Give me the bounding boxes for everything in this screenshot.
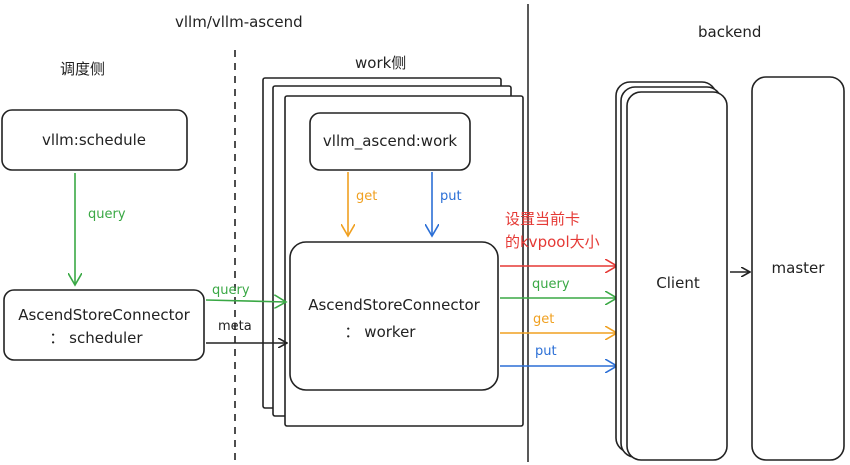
connector-scheduler-box [3,289,205,361]
query-client-label: query [532,277,570,292]
set-kvpool-label-1: 设置当前卡 [505,210,580,228]
client-box [626,91,728,461]
top-center-label: vllm/vllm-ascend [175,13,303,31]
connector-worker-box [289,241,499,391]
set-kvpool-label-2: 的kvpool大小 [505,233,600,251]
put-client-label: put [535,344,557,359]
scheduler-side-label: 调度侧 [60,60,105,78]
schedule-box-label: vllm:schedule [42,131,146,149]
query-vertical-label: query [88,207,126,222]
worker-side-label: work侧 [355,54,406,72]
worker-top-label: vllm_ascend:work [323,132,458,151]
master-label: master [772,259,826,277]
schedule-box [1,109,188,171]
get-vertical-label: get [356,189,377,204]
client-label: Client [656,274,700,292]
connector-scheduler-label-1: AscendStoreConnector [18,306,190,324]
backend-label: backend [698,23,761,41]
meta-label: meta [218,319,252,334]
put-vertical-label: put [440,189,462,204]
get-client-label: get [533,312,554,327]
query-horizontal-label: query [212,283,250,298]
master-box [751,76,845,461]
connector-worker-label-2: ： worker [345,323,417,341]
query-horizontal-arrow [205,300,286,302]
connector-worker-label-1: AscendStoreConnector [308,296,480,314]
worker-top-box [309,112,471,171]
connector-scheduler-label-2: ： scheduler [49,329,143,347]
